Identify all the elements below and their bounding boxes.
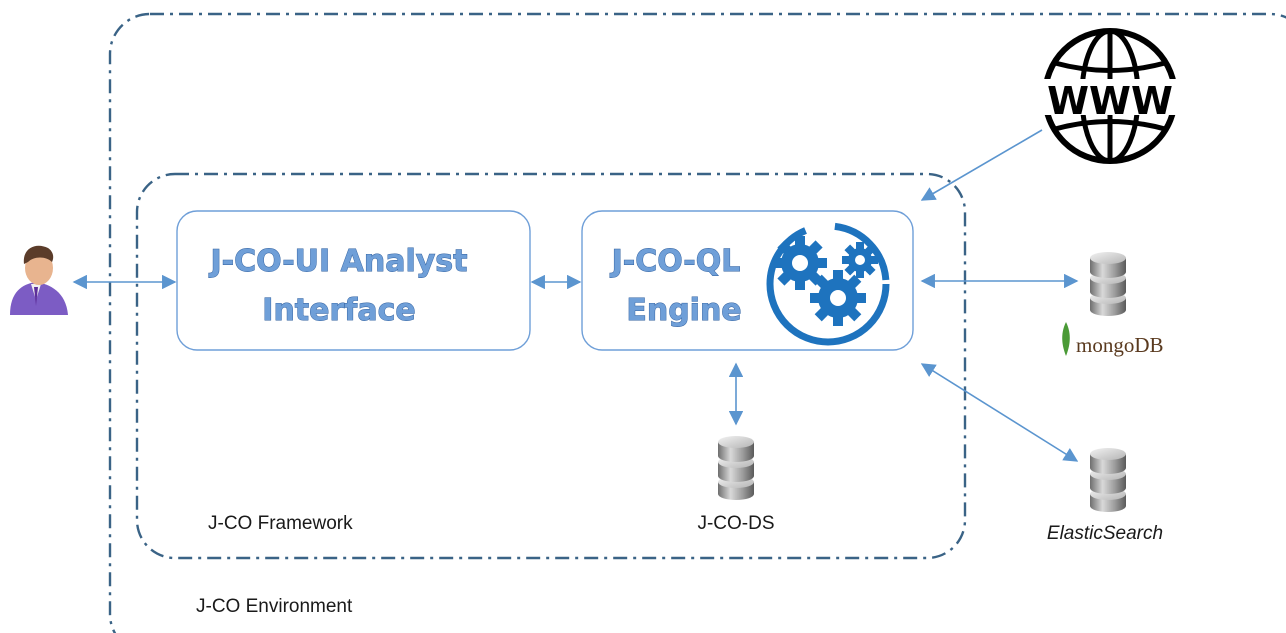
mongodb-label-suffix: DB [1134, 333, 1163, 357]
user-avatar-icon [10, 245, 68, 315]
svg-text:mongoDB: mongoDB [1076, 333, 1164, 357]
database-icon [718, 436, 754, 500]
analyst-interface-title-line2: Interface [262, 293, 415, 328]
web-engine-connector [920, 129, 1043, 201]
jco-ds-label: J-CO-DS [697, 513, 774, 534]
mongodb-source: mongoDB [1062, 252, 1164, 357]
analyst-interface-title-line1: J-CO-UI Analyst [209, 244, 468, 279]
www-text: WWW [1047, 79, 1173, 123]
environment-label: J-CO Environment [196, 596, 353, 617]
database-icon [1090, 448, 1126, 512]
globe-icon: WWW [1040, 28, 1180, 164]
environment-frame [108, 12, 1286, 633]
engine-elasticsearch-connector [920, 363, 1079, 462]
database-icon [1090, 252, 1126, 316]
mongodb-leaf-icon [1062, 322, 1070, 356]
framework-label: J-CO Framework [208, 513, 353, 534]
ql-engine-title-line2: Engine [626, 293, 741, 328]
analyst-interface-box: J-CO-UI Analyst Interface [176, 210, 531, 351]
elasticsearch-source: ElasticSearch [1047, 448, 1163, 544]
jco-ds-store: J-CO-DS [697, 436, 775, 534]
ql-engine-box: J-CO-QL Engine [581, 210, 914, 351]
mongodb-label-prefix: mongo [1076, 333, 1134, 357]
elasticsearch-label: ElasticSearch [1047, 523, 1163, 544]
ql-engine-title-line1: J-CO-QL [610, 244, 741, 279]
